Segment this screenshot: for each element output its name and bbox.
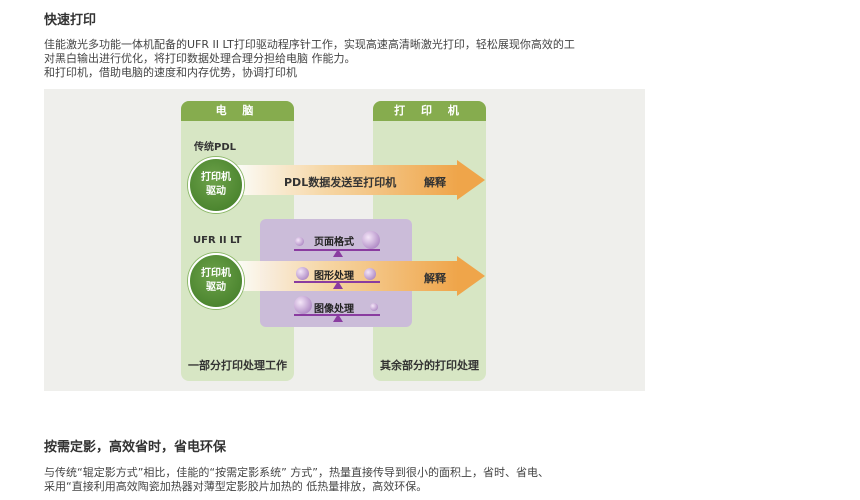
- ball-icon: [364, 268, 376, 280]
- fulcrum-icon: [333, 249, 343, 257]
- image-label: 图像处理: [314, 304, 354, 315]
- ufr-label: UFR II LT: [193, 235, 242, 246]
- printer-footer: 其余部分的打印处理: [380, 359, 479, 372]
- ufr-arrow: [234, 261, 458, 291]
- driver-circle-ufr: 打印机驱动: [188, 253, 244, 309]
- ball-icon: [294, 296, 312, 314]
- graphics-label: 图形处理: [314, 271, 354, 282]
- paragraph-line: 对黑白输出进行优化，将打印数据处理合理分担给电脑 作能力。: [44, 52, 356, 65]
- computer-header: 电 脑: [181, 101, 294, 121]
- paragraph-line: 佳能激光多功能一体机配备的UFR II LT打印驱动程序针工作，实现高速高清晰激…: [44, 38, 575, 51]
- paragraph-line: 和打印机，借助电脑的速度和内存优势，协调打印机: [44, 66, 297, 79]
- computer-footer: 一部分打印处理工作: [188, 359, 287, 372]
- fulcrum-icon: [333, 281, 343, 289]
- pdl-arrow-text: PDL数据发送至打印机: [284, 176, 397, 189]
- ball-icon: [370, 303, 378, 311]
- printer-header: 打 印 机: [373, 101, 486, 121]
- ball-icon: [295, 237, 304, 246]
- section-title-fast-print: 快速打印: [44, 13, 97, 28]
- driver-line1: 打印机: [201, 172, 231, 183]
- printing-diagram: 电 脑 一部分打印处理工作 打 印 机 其余部分的打印处理 传统PDL PDL数…: [44, 89, 645, 391]
- interpret-label: 解释: [424, 272, 446, 285]
- driver-line2: 驱动: [206, 186, 226, 197]
- pdl-arrow: [234, 165, 458, 195]
- paragraph-line: 与传统“辊定影方式”相比，佳能的“按需定影系统” 方式”，热量直接传导到很小的面…: [44, 466, 549, 479]
- driver-circle-pdl: 打印机驱动: [188, 157, 244, 213]
- driver-line2: 驱动: [206, 282, 226, 293]
- paragraph-line: 采用“直接利用高效陶瓷加热器对薄型定影胶片加热的 低热量排放，高效环保。: [44, 480, 428, 493]
- ball-icon: [362, 231, 380, 249]
- interpret-label: 解释: [424, 176, 446, 189]
- section-title-fusing: 按需定影，高效省时，省电环保: [44, 440, 227, 455]
- arrow-head-icon: [457, 256, 485, 296]
- arrow-head-icon: [457, 160, 485, 200]
- driver-line1: 打印机: [201, 268, 231, 279]
- page-format-label: 页面格式: [314, 237, 354, 248]
- traditional-pdl-label: 传统PDL: [194, 142, 237, 153]
- fulcrum-icon: [333, 314, 343, 322]
- ball-icon: [296, 267, 309, 280]
